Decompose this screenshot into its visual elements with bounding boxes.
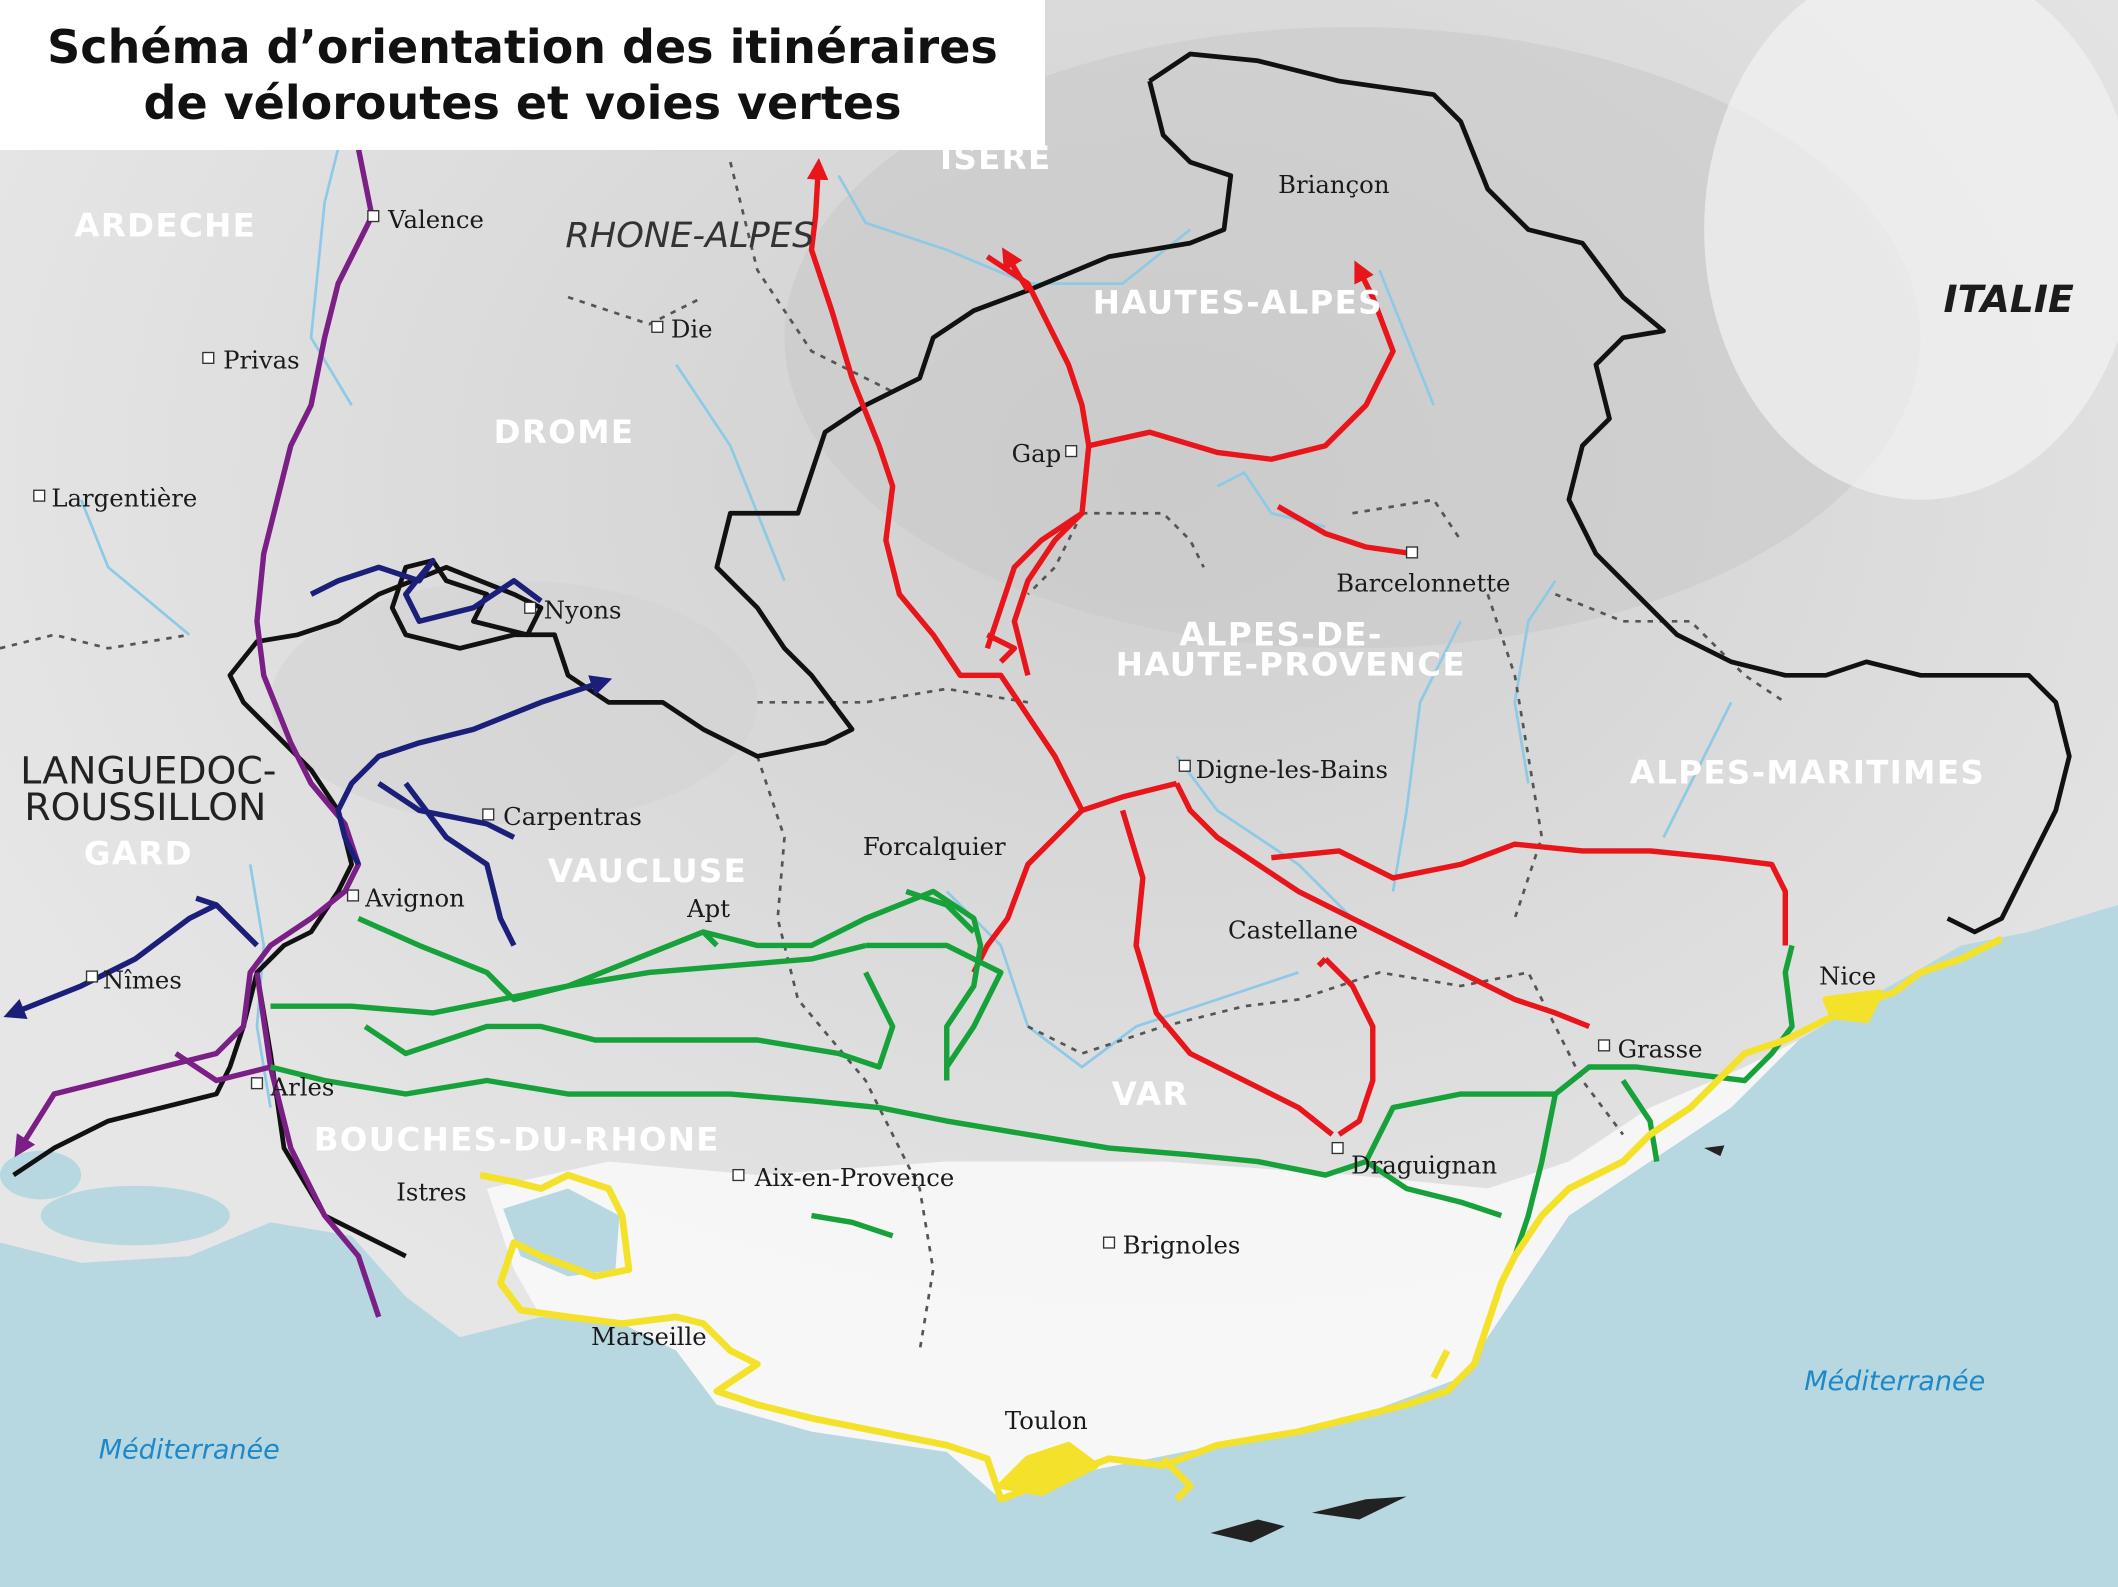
svg-text:Arles: Arles xyxy=(269,1072,334,1101)
svg-text:Valence: Valence xyxy=(387,205,484,234)
department-borders xyxy=(0,161,1787,1351)
svg-text:Privas: Privas xyxy=(223,346,300,375)
svg-text:Nîmes: Nîmes xyxy=(103,966,182,995)
city-apt: Apt xyxy=(686,894,730,923)
svg-text:Istres: Istres xyxy=(396,1178,466,1207)
coastal-plain xyxy=(486,1039,1799,1500)
svg-text:Brignoles: Brignoles xyxy=(1123,1230,1241,1259)
svg-text:Grasse: Grasse xyxy=(1618,1035,1703,1064)
city-draguignan: Draguignan xyxy=(1331,1141,1497,1180)
map-title-line2: de véloroutes et voies vertes xyxy=(143,76,902,130)
city-istres: Istres xyxy=(396,1178,466,1207)
city-aix: Aix-en-Provence xyxy=(732,1163,955,1192)
map-title-box: Schéma d’orientation des itinéraires de … xyxy=(0,0,1045,150)
svg-text:Toulon: Toulon xyxy=(1005,1406,1088,1435)
city-avignon: Avignon xyxy=(346,883,465,912)
city-digne: Digne-les-Bains xyxy=(1178,755,1388,784)
city-nice: Nice xyxy=(1819,962,1876,991)
region-labels: ARDECHE RHONE-ALPES ISERE HAUTES-ALPES I… xyxy=(20,139,2074,1159)
svg-text:Briançon: Briançon xyxy=(1278,170,1389,199)
city-castellane: Castellane xyxy=(1228,916,1358,945)
route-red xyxy=(806,158,1788,1137)
label-alpes-hp-line2: HAUTE-PROVENCE xyxy=(1116,645,1466,683)
svg-text:Avignon: Avignon xyxy=(364,883,465,912)
island xyxy=(1311,1496,1407,1520)
label-var: VAR xyxy=(1112,1075,1189,1113)
svg-text:Nice: Nice xyxy=(1819,962,1876,991)
label-italie: ITALIE xyxy=(1944,277,2074,321)
mediterranean-sea xyxy=(0,904,2118,1587)
route-yellow xyxy=(479,935,2004,1503)
city-privas: Privas xyxy=(202,346,300,375)
city-gap: Gap xyxy=(1012,439,1078,468)
lagoon-west xyxy=(0,1150,82,1200)
svg-text:Barcelonnette: Barcelonnette xyxy=(1336,569,1510,598)
map-title-line1: Schéma d’orientation des itinéraires xyxy=(47,20,998,74)
route-green xyxy=(269,888,1795,1257)
label-vaucluse: VAUCLUSE xyxy=(548,852,747,890)
island xyxy=(1704,1145,1725,1157)
city-carpentras: Carpentras xyxy=(482,802,642,831)
svg-text:Nyons: Nyons xyxy=(544,596,622,625)
camargue-lagoon xyxy=(40,1185,230,1246)
label-languedoc-line2: ROUSSILLON xyxy=(24,785,266,829)
sea-labels: Méditerranée Méditerranée xyxy=(99,1366,1986,1466)
alps-relief xyxy=(784,27,1921,649)
city-valence: Valence xyxy=(367,205,484,234)
label-hautes-alpes: HAUTES-ALPES xyxy=(1093,283,1383,321)
city-briancon: Briançon xyxy=(1278,170,1389,199)
city-largentiere: Largentière xyxy=(33,484,197,513)
label-ardeche: ARDECHE xyxy=(74,206,256,244)
svg-text:Die: Die xyxy=(671,315,713,344)
city-brignoles: Brignoles xyxy=(1102,1230,1241,1259)
svg-text:Forcalquier: Forcalquier xyxy=(863,832,1006,861)
svg-text:Gap: Gap xyxy=(1012,439,1062,468)
route-navy xyxy=(3,557,613,1019)
drome-relief xyxy=(270,580,758,824)
label-sea-east: Méditerranée xyxy=(1804,1366,1985,1397)
city-nyons: Nyons xyxy=(524,596,622,625)
svg-text:Largentière: Largentière xyxy=(51,484,197,513)
italy-plain xyxy=(1704,0,2118,500)
label-languedoc-line1: LANGUEDOC- xyxy=(20,748,276,792)
label-alpes-hp-line1: ALPES-DE- xyxy=(1179,616,1382,654)
label-bouches-du-rhone: BOUCHES-DU-RHONE xyxy=(314,1121,720,1159)
rivers xyxy=(79,148,1733,1108)
city-barcelonnette: Barcelonnette xyxy=(1336,546,1510,598)
city-grasse: Grasse xyxy=(1597,1035,1703,1064)
svg-text:Aix-en-Provence: Aix-en-Provence xyxy=(754,1163,955,1192)
city-nimes: Nîmes xyxy=(85,966,182,995)
svg-text:Draguignan: Draguignan xyxy=(1351,1151,1497,1180)
svg-text:Apt: Apt xyxy=(686,894,730,923)
label-sea-west: Méditerranée xyxy=(99,1435,280,1466)
svg-text:Digne-les-Bains: Digne-les-Bains xyxy=(1196,755,1388,784)
island xyxy=(1210,1519,1285,1543)
city-toulon: Toulon xyxy=(1005,1406,1088,1435)
svg-text:Carpentras: Carpentras xyxy=(503,802,642,831)
svg-text:Castellane: Castellane xyxy=(1228,916,1358,945)
city-labels: Valence Briançon Privas Die Gap Largenti… xyxy=(33,170,1876,1435)
label-alpes-maritimes: ALPES-MARITIMES xyxy=(1630,753,1985,791)
label-gard: GARD xyxy=(84,834,193,872)
city-arles: Arles xyxy=(250,1072,334,1101)
svg-text:Marseille: Marseille xyxy=(591,1322,707,1351)
city-die: Die xyxy=(651,315,713,344)
label-drome: DROME xyxy=(494,413,635,451)
label-rhone-alpes: RHONE-ALPES xyxy=(565,215,814,256)
city-marseille: Marseille xyxy=(591,1322,707,1351)
city-forcalquier: Forcalquier xyxy=(863,832,1006,861)
